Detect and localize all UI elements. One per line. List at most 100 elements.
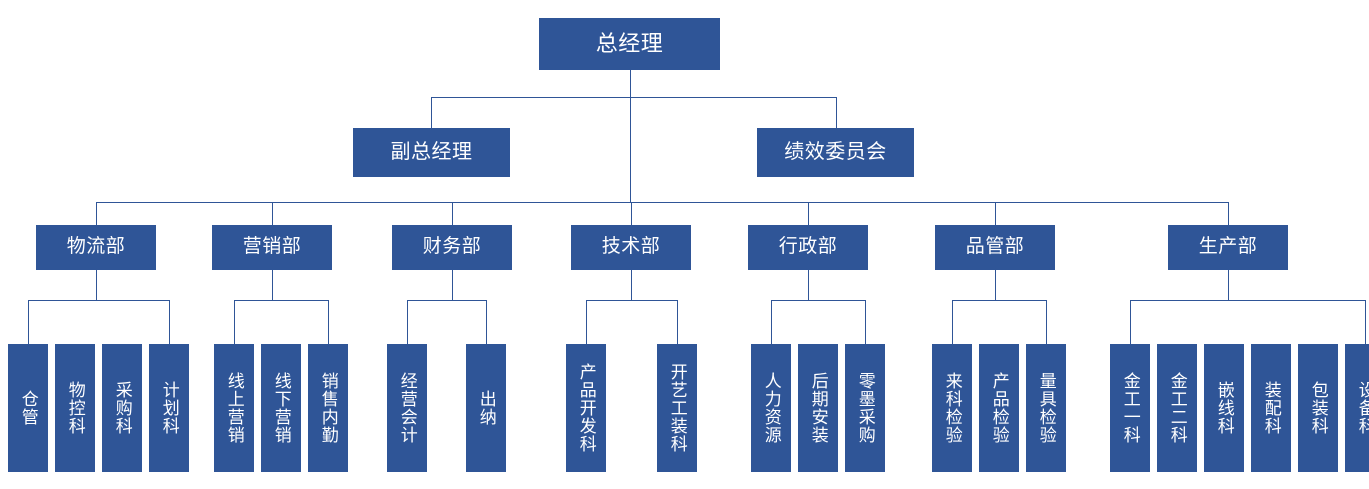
drop-child-first-logistics xyxy=(28,300,29,344)
node-deputy-general-manager[interactable]: 副总经理 xyxy=(353,128,510,177)
node-unit-quality-2[interactable]: 量具检验 xyxy=(1026,344,1066,472)
node-department-finance-label: 财务部 xyxy=(422,236,482,258)
drop-department-marketing xyxy=(272,202,273,225)
bus-departments xyxy=(96,202,1228,203)
node-department-quality-label: 品管部 xyxy=(965,236,1025,258)
node-unit-logistics-0-label: 仓管 xyxy=(18,390,38,426)
node-unit-administration-2[interactable]: 零墨采购 xyxy=(845,344,885,472)
drop-child-last-logistics xyxy=(169,300,170,344)
node-general-manager[interactable]: 总经理 xyxy=(539,18,720,70)
node-unit-marketing-1-label: 线下营销 xyxy=(271,372,291,444)
node-unit-logistics-2[interactable]: 采购科 xyxy=(102,344,142,472)
stem-department-production xyxy=(1228,270,1229,300)
node-unit-production-1[interactable]: 金工二科 xyxy=(1157,344,1197,472)
drop-department-logistics xyxy=(96,202,97,225)
node-unit-finance-0[interactable]: 经营会计 xyxy=(387,344,427,472)
node-general-manager-label: 总经理 xyxy=(595,31,664,57)
drop-child-last-marketing xyxy=(328,300,329,344)
stem-department-finance xyxy=(452,270,453,300)
node-unit-finance-0-label: 经营会计 xyxy=(397,372,417,444)
drop-child-first-administration xyxy=(771,300,772,344)
node-unit-quality-1[interactable]: 产品检验 xyxy=(979,344,1019,472)
node-unit-technology-0-label: 产品开发科 xyxy=(576,363,596,453)
drop-child-first-technology xyxy=(586,300,587,344)
node-department-administration-label: 行政部 xyxy=(778,236,838,258)
drop-child-last-quality xyxy=(1046,300,1047,344)
node-unit-production-4-label: 包装科 xyxy=(1308,381,1328,435)
node-unit-logistics-3-label: 计划科 xyxy=(159,381,179,435)
node-unit-marketing-0[interactable]: 线上营销 xyxy=(214,344,254,472)
drop-deputy-general-manager xyxy=(431,97,432,128)
node-unit-administration-0[interactable]: 人力资源 xyxy=(751,344,791,472)
node-unit-marketing-2-label: 销售内勤 xyxy=(318,372,338,444)
node-unit-marketing-0-label: 线上营销 xyxy=(224,372,244,444)
node-department-technology-label: 技术部 xyxy=(601,236,661,258)
bus-children-administration xyxy=(771,300,865,301)
node-unit-production-2-label: 嵌线科 xyxy=(1214,381,1234,435)
node-unit-production-5[interactable]: 设备科 xyxy=(1345,344,1369,472)
drop-department-quality xyxy=(995,202,996,225)
node-unit-production-3[interactable]: 装配科 xyxy=(1251,344,1291,472)
node-unit-production-3-label: 装配科 xyxy=(1261,381,1281,435)
node-unit-logistics-1-label: 物控科 xyxy=(65,381,85,435)
node-unit-logistics-0[interactable]: 仓管 xyxy=(8,344,48,472)
node-department-marketing-label: 营销部 xyxy=(242,236,302,258)
node-unit-logistics-3[interactable]: 计划科 xyxy=(149,344,189,472)
node-unit-marketing-2[interactable]: 销售内勤 xyxy=(308,344,348,472)
stem-department-technology xyxy=(631,270,632,300)
node-unit-production-5-label: 设备科 xyxy=(1355,381,1369,435)
drop-child-last-production xyxy=(1365,300,1366,344)
bus-children-technology xyxy=(586,300,677,301)
stem-department-logistics xyxy=(96,270,97,300)
bus-level1 xyxy=(431,97,836,98)
stem-department-administration xyxy=(808,270,809,300)
node-unit-administration-2-label: 零墨采购 xyxy=(855,372,875,444)
node-unit-logistics-2-label: 采购科 xyxy=(112,381,132,435)
node-unit-administration-1[interactable]: 后期安装 xyxy=(798,344,838,472)
node-unit-quality-1-label: 产品检验 xyxy=(989,372,1009,444)
node-performance-committee-label: 绩效委员会 xyxy=(784,140,887,163)
node-department-production[interactable]: 生产部 xyxy=(1168,225,1288,270)
bus-children-production xyxy=(1130,300,1365,301)
bus-children-finance xyxy=(407,300,486,301)
node-unit-finance-1[interactable]: 出纳 xyxy=(466,344,506,472)
node-unit-marketing-1[interactable]: 线下营销 xyxy=(261,344,301,472)
node-unit-administration-0-label: 人力资源 xyxy=(761,372,781,444)
node-performance-committee[interactable]: 绩效委员会 xyxy=(757,128,914,177)
drop-child-first-production xyxy=(1130,300,1131,344)
bus-children-logistics xyxy=(28,300,169,301)
drop-child-first-finance xyxy=(407,300,408,344)
node-department-finance[interactable]: 财务部 xyxy=(392,225,512,270)
drop-performance-committee xyxy=(836,97,837,128)
node-unit-production-2[interactable]: 嵌线科 xyxy=(1204,344,1244,472)
drop-department-finance xyxy=(452,202,453,225)
node-unit-production-0-label: 金工一科 xyxy=(1120,372,1140,444)
drop-department-administration xyxy=(808,202,809,225)
node-department-administration[interactable]: 行政部 xyxy=(748,225,868,270)
stem-department-quality xyxy=(995,270,996,300)
drop-department-technology xyxy=(631,202,632,225)
node-unit-logistics-1[interactable]: 物控科 xyxy=(55,344,95,472)
node-unit-production-4[interactable]: 包装科 xyxy=(1298,344,1338,472)
drop-child-last-technology xyxy=(677,300,678,344)
node-unit-technology-1[interactable]: 开艺工装科 xyxy=(657,344,697,472)
trunk-general-manager xyxy=(630,70,631,202)
drop-child-last-finance xyxy=(486,300,487,344)
node-unit-technology-0[interactable]: 产品开发科 xyxy=(566,344,606,472)
node-unit-production-0[interactable]: 金工一科 xyxy=(1110,344,1150,472)
node-unit-technology-1-label: 开艺工装科 xyxy=(667,363,687,453)
bus-children-marketing xyxy=(234,300,328,301)
stem-department-marketing xyxy=(272,270,273,300)
node-unit-quality-0[interactable]: 来科检验 xyxy=(932,344,972,472)
node-deputy-general-manager-label: 副总经理 xyxy=(390,140,473,163)
node-department-technology[interactable]: 技术部 xyxy=(571,225,691,270)
drop-child-last-administration xyxy=(865,300,866,344)
bus-children-quality xyxy=(952,300,1046,301)
node-unit-quality-0-label: 来科检验 xyxy=(942,372,962,444)
node-department-marketing[interactable]: 营销部 xyxy=(212,225,332,270)
node-unit-finance-1-label: 出纳 xyxy=(476,390,496,426)
node-department-logistics[interactable]: 物流部 xyxy=(36,225,156,270)
node-unit-administration-1-label: 后期安装 xyxy=(808,372,828,444)
node-department-quality[interactable]: 品管部 xyxy=(935,225,1055,270)
